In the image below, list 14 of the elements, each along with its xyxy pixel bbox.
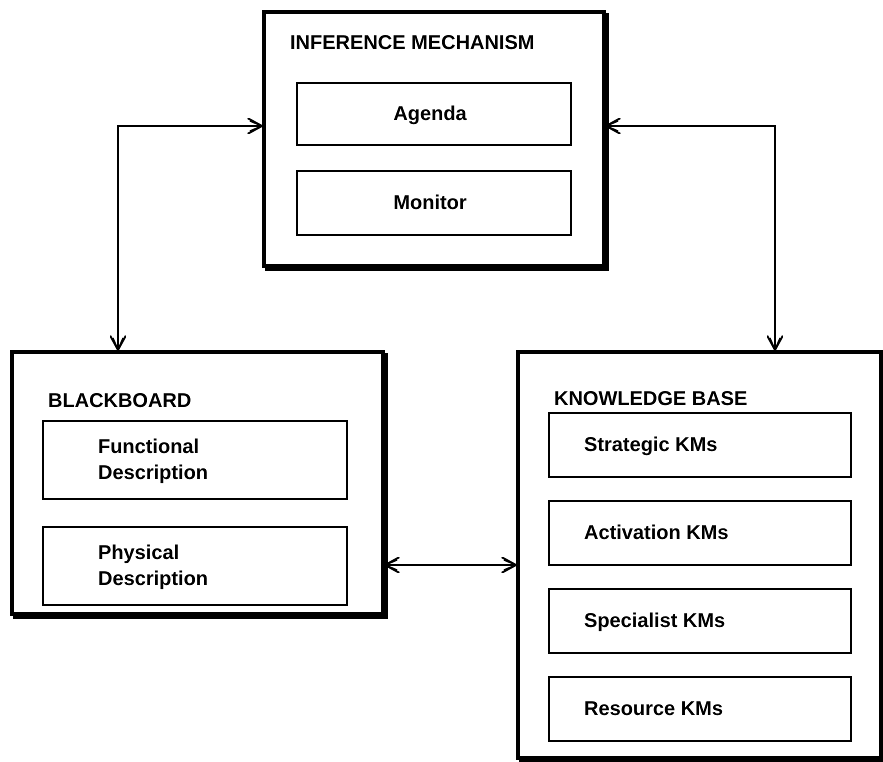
box-heading: KNOWLEDGE BASE [554, 388, 748, 411]
module-box: Resource KMs [548, 676, 852, 742]
module-box: Specialist KMs [548, 588, 852, 654]
container-box [516, 350, 883, 760]
module-box: Activation KMs [548, 500, 852, 566]
module-box: Functional Description [42, 420, 348, 500]
module-box: Physical Description [42, 526, 348, 606]
box-heading: BLACKBOARD [48, 390, 192, 413]
module-box: Strategic KMs [548, 412, 852, 478]
container-box [10, 350, 385, 616]
container-box [262, 10, 606, 268]
module-box: Agenda [296, 82, 572, 146]
module-box: Monitor [296, 170, 572, 236]
box-heading: INFERENCE MECHANISM [290, 32, 534, 55]
